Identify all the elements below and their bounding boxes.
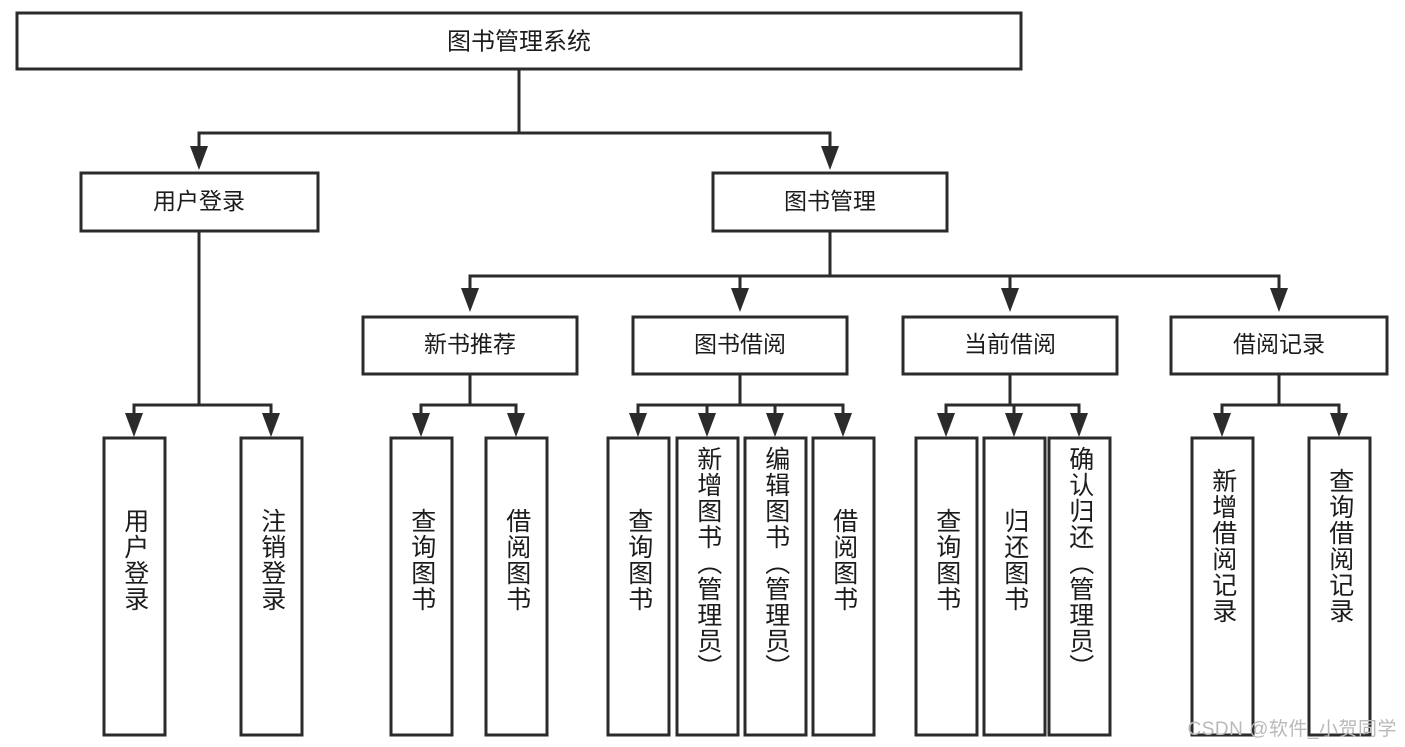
node-new-book-recommend-label: 新书推荐 (424, 331, 516, 357)
node-current-borrow[interactable]: 当前借阅 (901, 315, 1119, 376)
leaf-box-query-book-2 (606, 436, 671, 737)
node-borrow-record[interactable]: 借阅记录 (1169, 315, 1389, 376)
arrow-down-icon (1001, 288, 1019, 312)
arrow-down-icon (731, 288, 749, 312)
leaf-boxes (102, 436, 1372, 737)
arrow-down-icon (190, 146, 208, 170)
connector-root-to-level2 (190, 68, 839, 170)
arrow-down-icon (698, 413, 716, 437)
node-borrow-record-label: 借阅记录 (1233, 331, 1325, 357)
leaf-box-user-login (102, 436, 167, 737)
connector-borrow-record-to-leaves (1213, 373, 1348, 437)
connector-book-borrow-to-leaves (629, 373, 852, 437)
leaf-box-return-book (982, 436, 1047, 737)
node-root-system[interactable]: 图书管理系统 (15, 11, 1023, 71)
arrow-down-icon (412, 413, 430, 437)
leaf-box-query-record (1307, 436, 1372, 737)
arrow-down-icon (766, 413, 784, 437)
arrow-down-icon (461, 288, 479, 312)
arrow-down-icon (821, 146, 839, 170)
leaf-box-borrow-book-2 (811, 436, 876, 737)
node-book-manage-label: 图书管理 (784, 188, 876, 214)
node-book-borrow-label: 图书借阅 (694, 331, 786, 357)
connector-new-book-recommend-to-leaves (412, 373, 525, 437)
node-book-borrow[interactable]: 图书借阅 (631, 315, 849, 376)
node-user-login-label: 用户登录 (153, 188, 245, 214)
arrow-down-icon (1213, 413, 1231, 437)
leaf-box-query-book-3 (914, 436, 979, 737)
arrow-down-icon (1270, 288, 1288, 312)
arrow-down-icon (262, 413, 280, 437)
node-new-book-recommend[interactable]: 新书推荐 (361, 315, 579, 376)
leaf-box-add-record (1190, 436, 1255, 737)
node-user-login[interactable]: 用户登录 (79, 171, 320, 233)
arrow-down-icon (629, 413, 647, 437)
node-current-borrow-label: 当前借阅 (964, 331, 1056, 357)
leaf-box-logout (239, 436, 304, 737)
connector-user-login-to-leaves (125, 230, 280, 437)
leaf-box-borrow-book-1 (484, 436, 549, 737)
leaf-box-edit-book (743, 436, 808, 737)
arrow-down-icon (125, 413, 143, 437)
node-book-manage[interactable]: 图书管理 (711, 171, 949, 233)
arrow-down-icon (1005, 413, 1023, 437)
leaf-box-add-book (675, 436, 740, 737)
leaf-box-confirm-return (1047, 436, 1112, 737)
arrow-down-icon (937, 413, 955, 437)
arrow-down-icon (834, 413, 852, 437)
arrow-down-icon (1070, 413, 1088, 437)
connector-current-borrow-to-leaves (937, 373, 1088, 437)
connector-book-manage-to-level3 (461, 230, 1288, 312)
node-root-label: 图书管理系统 (447, 28, 591, 55)
arrow-down-icon (1330, 413, 1348, 437)
leaf-box-query-book-1 (389, 436, 454, 737)
arrow-down-icon (507, 413, 525, 437)
